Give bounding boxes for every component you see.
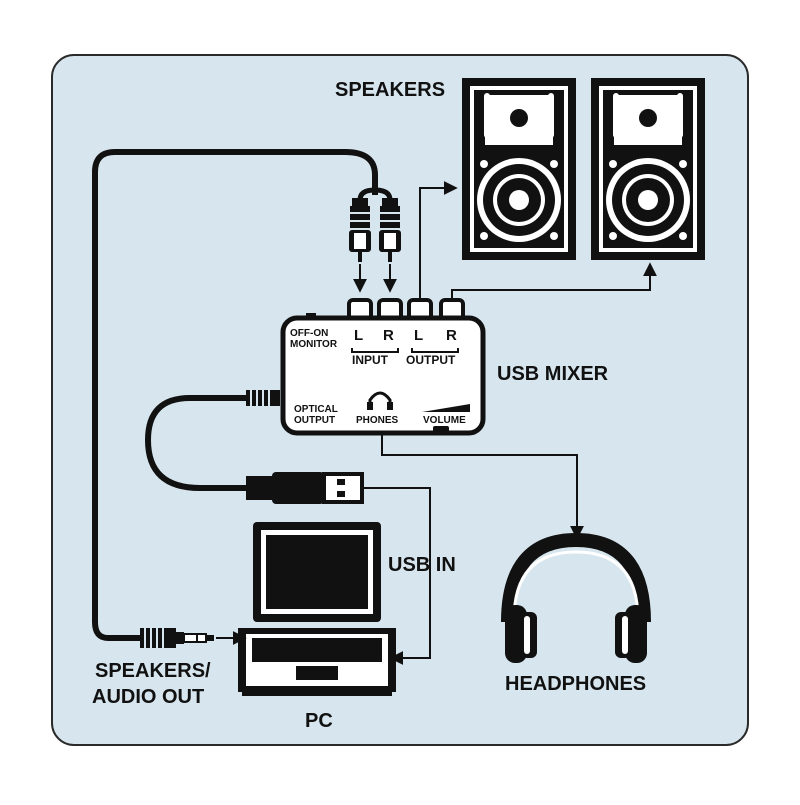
rca-split [357,187,393,201]
headphones-icon [501,532,651,663]
rca-plug-left-icon [349,198,371,262]
mixer-volume-label: VOLUME [423,415,466,426]
usb-mixer-icon [280,298,486,436]
audio-out-cable [92,149,378,641]
speaker-left-icon [462,78,576,260]
speaker-right-icon [591,78,705,260]
mixer-optical-label: OPTICAL [294,404,338,415]
mixer-input-r-label: R [383,327,394,344]
output-line-left-speaker [419,181,458,300]
pc-label: PC [305,710,333,732]
mixer-phones-label: PHONES [356,415,399,426]
speakers-audio-out-label-line1: SPEAKERS/ [95,660,211,682]
speakers-label: SPEAKERS [335,79,445,101]
mixer-input-l-label: L [354,327,363,344]
optical-cable [144,395,248,491]
audio-jack-icon [140,627,214,649]
laptop-icon [238,522,396,696]
mixer-input-label: INPUT [352,353,389,367]
mixer-optical-output-label: OUTPUT [294,415,335,426]
speakers-audio-out-label-line2: AUDIO OUT [92,686,204,708]
output-line-right-speaker [451,262,657,300]
phones-line [381,433,584,540]
usb-line [364,487,431,665]
usb-in-label: USB IN [388,554,456,576]
mixer-off-on-label: OFF-ON [290,328,328,339]
usb-plug-icon [246,472,364,504]
usb-mixer-label: USB MIXER [497,363,609,385]
headphones-label: HEADPHONES [505,673,646,695]
optical-plug-icon [246,389,280,407]
mixer-monitor-label: MONITOR [290,339,338,350]
mixer-output-l-label: L [414,327,423,344]
rca-plug-right-icon [379,198,401,262]
mixer-output-label: OUTPUT [406,353,456,367]
mixer-output-r-label: R [446,327,457,344]
